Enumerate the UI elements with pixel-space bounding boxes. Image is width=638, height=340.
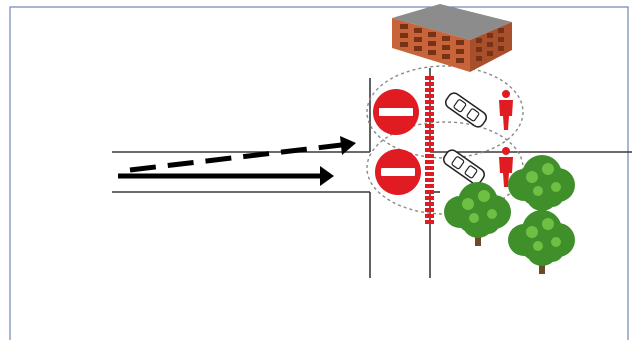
road-layout	[112, 68, 632, 278]
barrier-segment	[425, 202, 434, 206]
dashed-arrowhead-icon	[340, 136, 356, 155]
barrier-segment	[425, 190, 434, 194]
barrier-segment	[425, 220, 434, 224]
barrier-segment	[425, 178, 434, 182]
barrier-segment	[425, 154, 434, 158]
no-entry-sign-icon	[375, 149, 421, 195]
barrier-segment	[425, 82, 434, 86]
barrier-segment	[425, 196, 434, 200]
barrier-segment	[425, 184, 434, 188]
barrier-segment	[425, 148, 434, 152]
barrier-segment	[425, 208, 434, 212]
barrier-segment	[425, 112, 434, 116]
dashed-direction-arrow	[129, 141, 351, 173]
building-icon	[392, 4, 512, 72]
red-barrier-line	[425, 76, 434, 224]
barrier-segment	[425, 118, 434, 122]
tree-icon	[508, 210, 575, 274]
barrier-segment	[425, 172, 434, 176]
tree-icon	[444, 182, 511, 246]
barrier-segment	[425, 100, 434, 104]
barrier-segment	[425, 136, 434, 140]
solid-arrowhead-icon	[320, 166, 334, 186]
no-entry-sign-icon	[373, 89, 419, 135]
barrier-segment	[425, 214, 434, 218]
barrier-segment	[425, 88, 434, 92]
barrier-segment	[425, 166, 434, 170]
barrier-segment	[425, 124, 434, 128]
barrier-segment	[425, 94, 434, 98]
car-icon	[444, 92, 488, 128]
car-icon	[442, 149, 486, 185]
barrier-segment	[425, 130, 434, 134]
tree-icon	[508, 155, 575, 219]
barrier-segment	[425, 76, 434, 80]
pedestrian-icon	[499, 147, 513, 187]
slide-frame	[9, 6, 629, 340]
barrier-segment	[425, 142, 434, 146]
barrier-segment	[425, 160, 434, 164]
pedestrian-icon	[499, 90, 513, 130]
barrier-segment	[425, 106, 434, 110]
